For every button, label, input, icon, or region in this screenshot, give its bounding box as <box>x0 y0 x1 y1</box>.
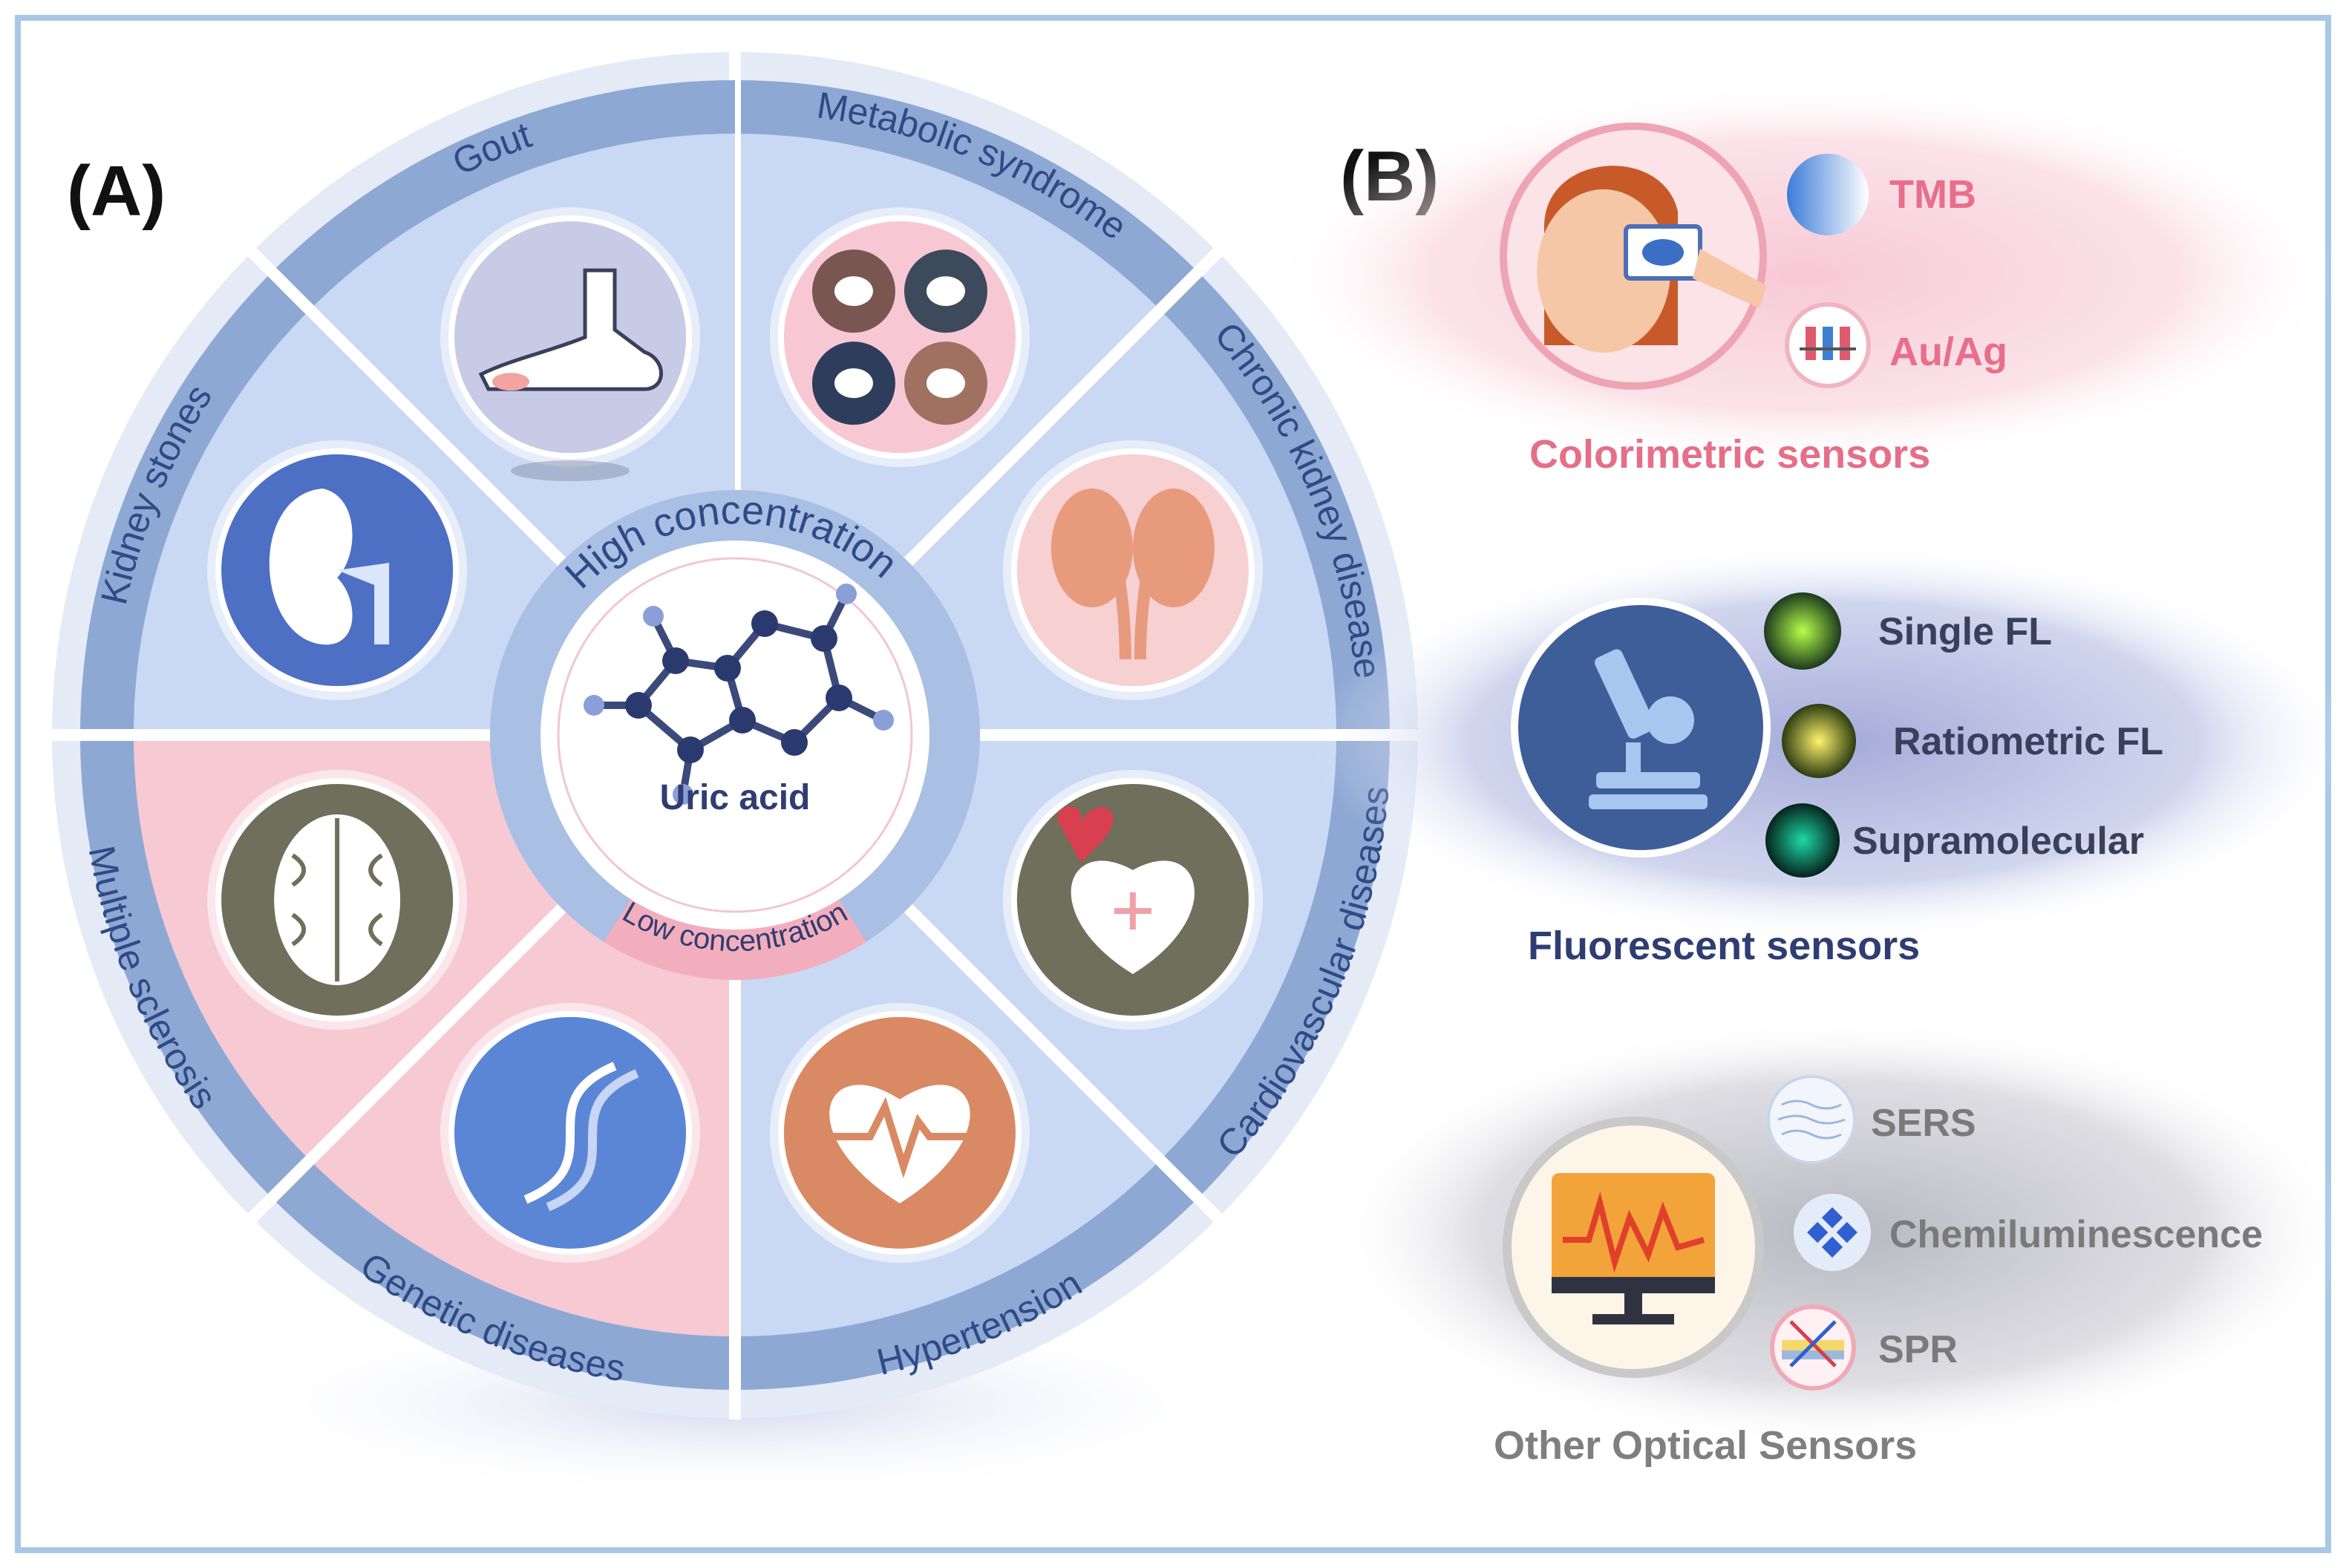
segment-band <box>735 1160 1198 1390</box>
other-optical-group: SERS Chemiluminescence SPR Other Optical… <box>1329 1017 2346 1468</box>
gradient-dot-icon <box>1787 154 1869 235</box>
single-fl-label: Single FL <box>1878 610 2052 653</box>
chemiluminescence-icon <box>1794 1194 1871 1271</box>
dna-icon <box>440 1002 701 1263</box>
foot-icon <box>440 207 701 482</box>
single-fl-icon <box>1764 592 1841 670</box>
colorimetric-group: TMB Au/Ag Colorimetric sensors <box>1270 82 2339 477</box>
heartbeat-icon <box>769 1002 1030 1263</box>
chemiluminescence-label: Chemiluminescence <box>1889 1213 2263 1256</box>
segment-band <box>735 80 1198 310</box>
segment-divider <box>246 904 566 1224</box>
au-ag-label: Au/Ag <box>1889 330 2007 374</box>
center-disk <box>540 540 929 930</box>
segment-divider <box>904 246 1223 566</box>
fluorescent-title: Fluorescent sensors <box>1528 924 1920 968</box>
colorimetric-glow <box>1270 82 2339 468</box>
segment-band <box>272 80 736 310</box>
tmb-label: TMB <box>1889 172 1976 217</box>
segment-band <box>80 735 310 1198</box>
supramolecular-label: Supramolecular <box>1852 820 2144 863</box>
colorimetric-title: Colorimetric sensors <box>1529 432 1930 477</box>
brain-icon <box>207 769 468 1030</box>
segment-band <box>80 272 310 736</box>
kidney-stone-icon <box>207 440 468 701</box>
ratiometric-fl-icon <box>1782 704 1856 778</box>
kidneys-icon <box>1002 440 1263 701</box>
supramolecular-icon <box>1765 803 1840 878</box>
other-optical-title: Other Optical Sensors <box>1494 1423 1917 1468</box>
panel-b: (B) TMB Au/Ag Colorimetric sensors <box>1270 82 2346 1468</box>
uric-acid-molecule-icon <box>584 584 894 805</box>
center-inner-outline <box>557 557 913 913</box>
segment-divider <box>246 246 566 566</box>
wheel-icons <box>207 207 1263 1263</box>
segment-band <box>1160 735 1390 1198</box>
fluorescent-group: Single FL Ratiometric FL Supramolecular … <box>1314 542 2346 968</box>
low-concentration-band <box>604 899 866 980</box>
segment-divider <box>904 904 1223 1224</box>
panel-a-label: (A) <box>67 151 166 231</box>
heart-icon <box>1002 769 1263 1030</box>
sers-label: SERS <box>1871 1102 1976 1145</box>
segment-band <box>1160 272 1390 736</box>
digestive-organs-icon <box>769 207 1030 468</box>
segment-band <box>272 1160 736 1390</box>
spr-label: SPR <box>1878 1328 1958 1371</box>
ratiometric-fl-label: Ratiometric FL <box>1893 720 2163 763</box>
molecule-label: Uric acid <box>660 778 811 817</box>
